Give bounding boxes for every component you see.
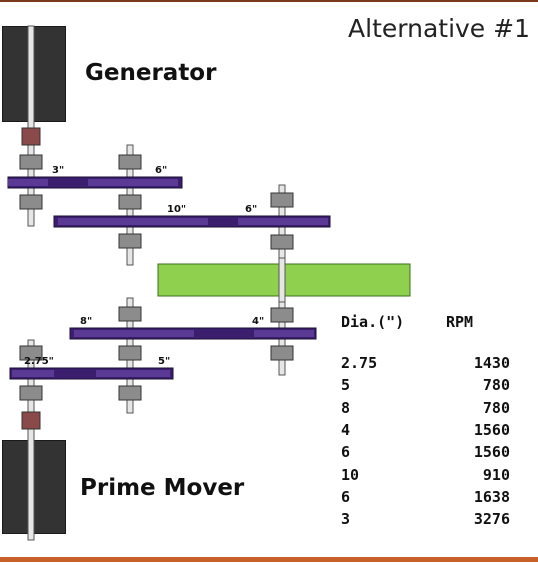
- bearing: [118, 154, 142, 170]
- table-cell-rpm: 780: [482, 376, 510, 394]
- pulley-3in: [8, 179, 48, 186]
- bottom-border-line: [0, 557, 538, 562]
- table-cell-diameter: 3: [341, 510, 351, 528]
- table-cell-diameter: 10: [341, 466, 360, 484]
- bearing: [270, 192, 294, 208]
- pulley-highlights: [8, 179, 328, 377]
- table-cell-rpm: 780: [482, 399, 510, 417]
- bearing: [19, 385, 43, 401]
- table-header-diameter: Dia.("): [341, 313, 405, 331]
- pulley-label-6in-b: 6": [245, 204, 258, 215]
- top-border-line: [0, 0, 538, 2]
- bearing: [118, 345, 142, 361]
- pulley-6in-b: [238, 218, 328, 225]
- table-cell-diameter: 6: [341, 443, 351, 461]
- prime-mover-shaft: [27, 339, 35, 541]
- generator-label: Generator: [85, 60, 217, 86]
- bearing: [19, 194, 43, 210]
- table-cell-rpm: 1430: [473, 354, 510, 372]
- table-cell-rpm: 1560: [473, 421, 510, 439]
- prime-mover-coupling: [21, 411, 41, 430]
- pulley-10in: [58, 218, 208, 225]
- bearings: [19, 154, 294, 401]
- bearing: [118, 233, 142, 249]
- bearing: [19, 345, 43, 361]
- pulley-8in: [74, 330, 194, 337]
- table-cell-rpm: 1560: [473, 443, 510, 461]
- pulley-label-5in: 5": [158, 356, 171, 367]
- bearing: [19, 154, 43, 170]
- bearing: [118, 194, 142, 210]
- bearing: [118, 306, 142, 322]
- pulley-label-10in: 10": [167, 204, 187, 215]
- bearing: [270, 234, 294, 250]
- pulley-4in: [254, 330, 314, 337]
- pulley-6in-a: [88, 179, 178, 186]
- table-cell-diameter: 2.75: [341, 354, 378, 372]
- page-title: Alternative #1: [348, 14, 530, 43]
- table-cell-diameter: 4: [341, 421, 351, 439]
- bearing: [270, 307, 294, 323]
- table-header-rpm: RPM: [446, 313, 474, 331]
- pulley-label-4in: 4": [252, 316, 265, 327]
- pulley-2.75in: [12, 370, 54, 377]
- bearing: [270, 345, 294, 361]
- table-cell-diameter: 8: [341, 399, 351, 417]
- pulley-label-3in: 3": [52, 165, 65, 176]
- table-cell-rpm: 910: [482, 466, 510, 484]
- bearing: [118, 385, 142, 401]
- pulley-label-8in: 8": [80, 316, 93, 327]
- prime-mover-label: Prime Mover: [80, 475, 245, 501]
- generator-shaft: [27, 25, 35, 227]
- table-cell-diameter: 5: [341, 376, 351, 394]
- table-cell-diameter: 6: [341, 488, 351, 506]
- load-block-shaft-segment: [278, 257, 286, 303]
- pulley-label-2.75in: 2.75": [24, 356, 54, 367]
- belt-2.75in-to-5in: [9, 367, 174, 380]
- pulley-5in: [96, 370, 170, 377]
- table-cell-rpm: 3276: [473, 510, 510, 528]
- table-cell-rpm: 1638: [473, 488, 510, 506]
- generator-coupling: [21, 127, 41, 146]
- pulley-label-6in-a: 6": [155, 165, 168, 176]
